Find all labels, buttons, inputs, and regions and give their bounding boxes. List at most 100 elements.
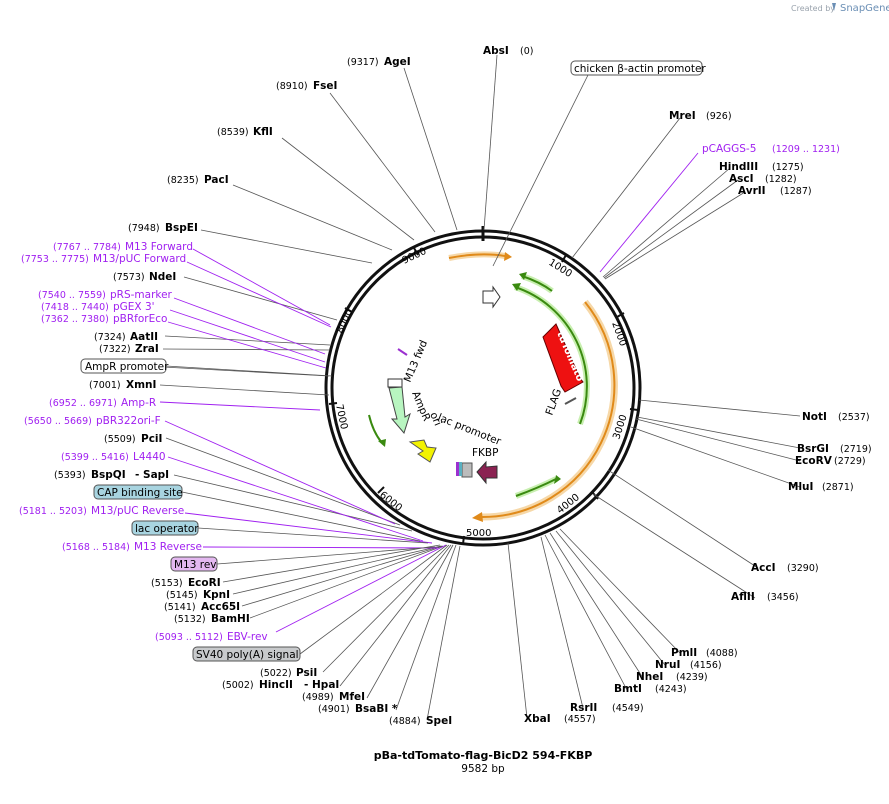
enzyme-pos-absi: (0) xyxy=(520,46,533,57)
enzyme-pos-acci: (3290) xyxy=(787,563,819,574)
enzyme-label-ecori: EcoRI xyxy=(188,577,221,589)
enzyme-pos-rsrii: (4549) xyxy=(612,703,644,714)
primer-pos-ebv-rev: (5093 .. 5112) xyxy=(155,632,223,643)
enzyme-pos-acc65i: (5141) xyxy=(164,602,196,613)
tick-label-8000: 8000 xyxy=(335,308,356,336)
feature-leader-lines xyxy=(165,365,448,655)
enzyme-label-bspqi: BspQI xyxy=(91,469,126,481)
enzyme-pos-xbai: (4557) xyxy=(564,714,596,725)
primer-label-pcaggs5: pCAGGS-5 xyxy=(702,143,756,155)
flag-label: FLAG xyxy=(544,387,565,417)
primer-pos-m13puc-forward: (7753 .. 7775) xyxy=(21,254,89,265)
m13-fwd-mark xyxy=(397,348,408,356)
enzyme-pos-ecorv: (2729) xyxy=(834,456,866,467)
cds-arc-4 xyxy=(368,414,383,444)
enzyme-label-rsrii: RsrII xyxy=(570,702,597,714)
enzyme-pos-bspei: (7948) xyxy=(128,223,160,234)
primer-pos-amp-r: (6952 .. 6971) xyxy=(49,398,117,409)
primer-label-ebv-rev: EBV-rev xyxy=(227,631,268,643)
enzyme-pos-noti: (2537) xyxy=(838,412,870,423)
enzyme-pos-nhei: (4239) xyxy=(676,672,708,683)
primer-label-pgex3: pGEX 3' xyxy=(113,301,155,313)
enzyme-pos-spei: (4884) xyxy=(389,716,421,727)
enzyme-label-acc65i: Acc65I xyxy=(201,601,240,613)
primer-pos-pcaggs5: (1209 .. 1231) xyxy=(772,144,840,155)
enzyme-label-xbai: XbaI xyxy=(524,713,551,725)
enzyme-label-nrui: NruI xyxy=(655,659,680,671)
ampr-promoter-box xyxy=(387,378,403,388)
primer-label-pbrforeco: pBRforEco xyxy=(113,313,167,325)
enzyme-pos-hincii: (5002) xyxy=(222,680,254,691)
flag-marker xyxy=(564,397,577,405)
ampr-arrow xyxy=(388,386,411,435)
enzyme-label-mrei: MreI xyxy=(669,110,696,122)
map-length: 9582 bp xyxy=(461,763,505,775)
primer-pos-pbrforeco: (7362 .. 7380) xyxy=(41,314,109,325)
enzyme-pos-bamhi: (5132) xyxy=(174,614,206,625)
enzyme-label-asci: AscI xyxy=(729,173,754,185)
enzyme-label-pmli: PmlI xyxy=(671,647,697,659)
primer-pos-pgex3: (7418 .. 7440) xyxy=(41,302,109,313)
enzyme-label-fsei: FseI xyxy=(313,80,337,92)
enzyme-label-spei: SpeI xyxy=(426,715,452,727)
feature-box-chicken-beta-actin-promoter xyxy=(570,60,703,76)
lac-promoter-label: lac promoter xyxy=(436,412,503,449)
enzyme-leader-lines xyxy=(159,54,801,721)
enzyme-pos-aflii: (3456) xyxy=(767,592,799,603)
enzyme-label-nhei: NheI xyxy=(636,671,663,683)
feature-box-m13-rev xyxy=(170,556,218,572)
enzyme-pos-hindiii: (1275) xyxy=(772,162,804,173)
enzyme-label-bmti: BmtI xyxy=(614,683,642,695)
feature-label-cap-binding-site: CAP binding site xyxy=(97,487,183,499)
enzyme-label-hindiii: HindIII xyxy=(719,161,758,173)
enzyme-label-kpni: KpnI xyxy=(203,589,230,601)
enzyme-pos-bsabi: (4901) xyxy=(318,704,350,715)
enzyme-pos-avrii: (1287) xyxy=(780,186,812,197)
primer-label-m13puc-forward: M13/pUC Forward xyxy=(93,253,186,265)
enzyme-pos-paci: (8235) xyxy=(167,175,199,186)
backbone-outer-ring xyxy=(324,229,642,547)
promoter-arrow-icon xyxy=(482,285,501,309)
enzyme-pos-pcii: (5509) xyxy=(104,434,136,445)
feature-label-lac-operator: lac operator xyxy=(135,523,199,535)
enzyme-label-agei: AgeI xyxy=(384,56,411,68)
enzyme-pos-ndei: (7573) xyxy=(113,272,145,283)
enzyme-label-pcii: PciI xyxy=(141,433,162,445)
branding-product: SnapGene xyxy=(840,3,889,14)
branding-created-by: Created by xyxy=(791,4,835,13)
enzyme-label-avrii: AvrII xyxy=(738,185,766,197)
enzyme-pos-agei: (9317) xyxy=(347,57,379,68)
tick-label-1000: 1000 xyxy=(546,257,573,280)
enzyme-pos-fsei: (8910) xyxy=(276,81,308,92)
feature-label-chicken-beta-actin-promoter: chicken β-actin promoter xyxy=(574,63,706,75)
fkbp-label: FKBP xyxy=(472,447,498,459)
enzyme-label-bspei: BspEI xyxy=(165,222,198,234)
enzyme-label-acci: AccI xyxy=(751,562,775,574)
map-title: pBa-tdTomato-flag-BicD2 594-FKBP xyxy=(374,749,593,762)
enzyme-label-kfli: KflI xyxy=(253,126,273,138)
feature-box-lac-operator xyxy=(131,520,199,536)
fkbp-arrow xyxy=(476,460,498,485)
feature-box-sv40-polya xyxy=(192,646,301,662)
enzyme-pos-mfei: (4989) xyxy=(302,692,334,703)
primer-pos-m13puc-reverse: (5181 .. 5203) xyxy=(19,506,87,517)
enzyme-label-zrai: ZraI xyxy=(135,343,159,355)
enzyme-pos-asci: (1282) xyxy=(765,174,797,185)
enzyme-label-psii: PsiI xyxy=(296,667,317,679)
feature-label-ampr-promoter: AmpR promoter xyxy=(85,361,169,373)
snapgene-logo-icon xyxy=(832,3,836,11)
enzyme-label-hincii: HincII xyxy=(259,679,293,691)
enzyme-label-bamhi: BamHI xyxy=(211,613,250,625)
tick-label-5000: 5000 xyxy=(466,528,491,539)
primer-pos-l4440: (5399 .. 5416) xyxy=(61,452,129,463)
ori-label: ori xyxy=(427,410,443,427)
enzyme-pos-mlui: (2871) xyxy=(822,482,854,493)
enzyme-pos-bspqi: (5393) xyxy=(54,470,86,481)
feature-label-m13-rev: M13 rev xyxy=(174,559,217,571)
primer-label-prs-marker: pRS-marker xyxy=(110,289,173,301)
enzyme-label-paci: PacI xyxy=(204,174,229,186)
lac-promoter-box xyxy=(461,462,473,478)
primer-pos-prs-marker: (7540 .. 7559) xyxy=(38,290,106,301)
enzyme-label-xmni: XmnI xyxy=(126,379,156,391)
primer-pos-m13-reverse: (5168 .. 5184) xyxy=(62,542,130,553)
